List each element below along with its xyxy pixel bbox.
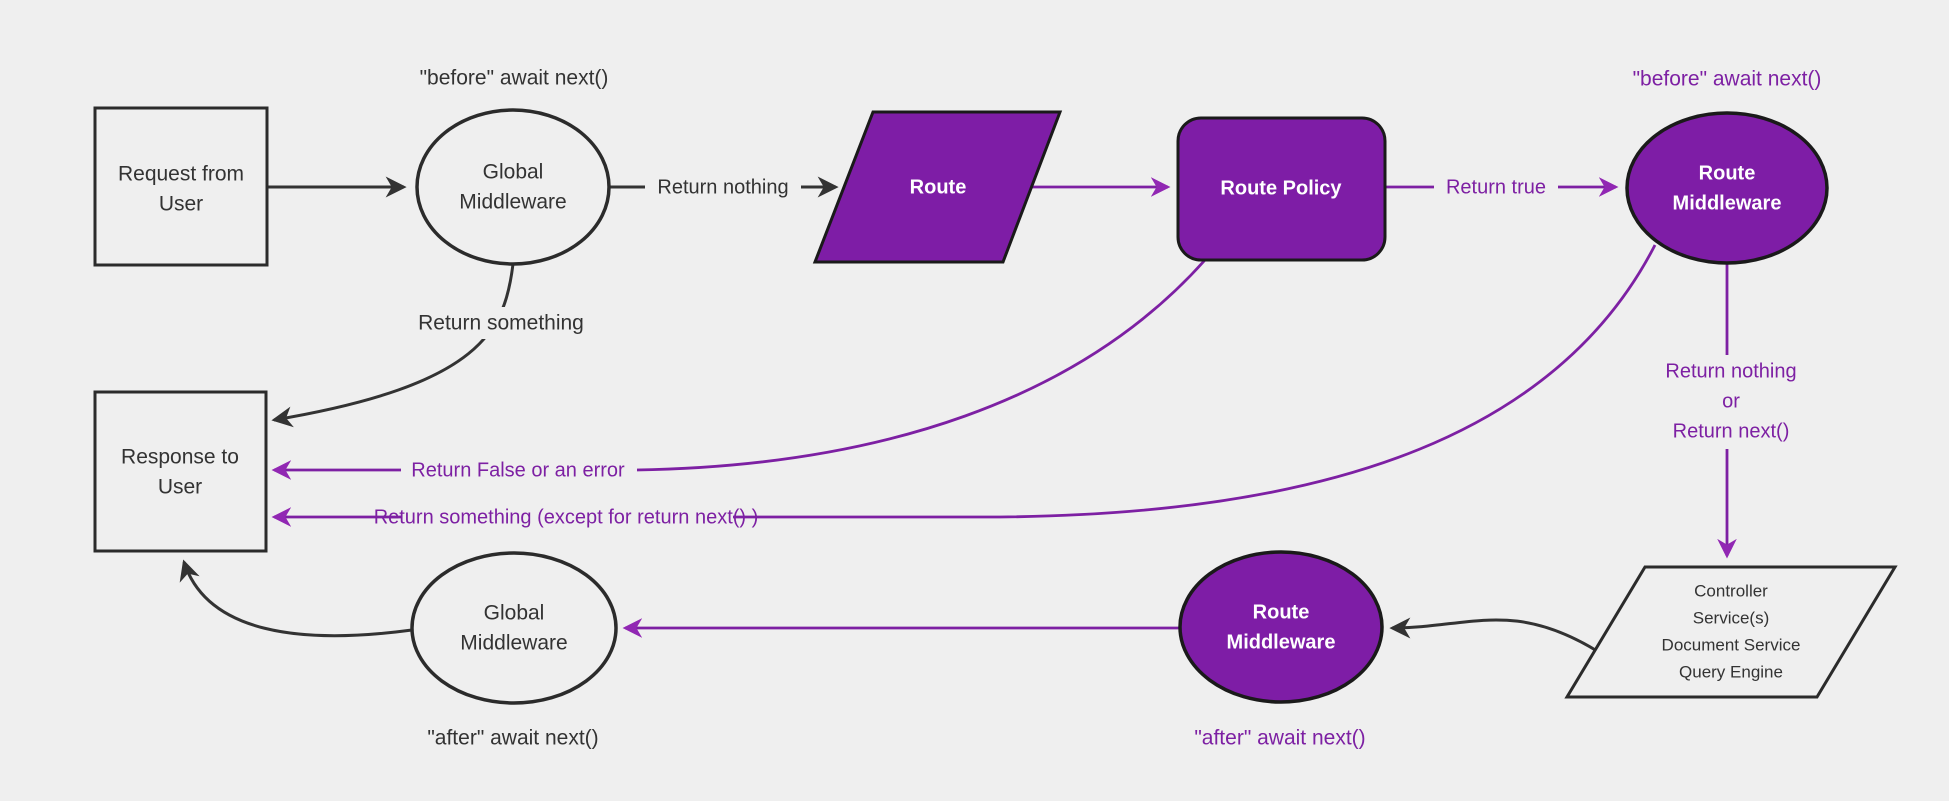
response-to-user-shape [93, 390, 268, 553]
global-middleware-top-line-2: Middleware [459, 191, 566, 214]
return-true-label: Return true [1446, 176, 1546, 198]
node-global-middleware-top: Global Middleware [415, 108, 611, 266]
after-route-label: "after" await next() [1194, 727, 1365, 750]
route-middleware-bottom-line-1: Route [1253, 601, 1310, 623]
return-nothing-label-bg [645, 171, 801, 203]
return-something-except-label: Return something (except for return next… [374, 506, 759, 528]
return-nothing-label: Return nothing [657, 176, 788, 198]
return-nothing-or-line-2: or [1722, 390, 1740, 412]
return-something-label-bg [404, 307, 598, 339]
edge-label-return-something-except: Return something (except for return next… [374, 502, 759, 533]
edge-label-before-global: "before" await next() [420, 67, 609, 90]
node-response-to-user: Response to User [93, 390, 268, 553]
return-nothing-or-line-3: Return next() [1673, 420, 1790, 442]
route-middleware-top-line-2: Middleware [1673, 192, 1782, 214]
node-route-middleware-top: Route Middleware [1625, 111, 1829, 265]
edge-return-false-to-response [271, 259, 1207, 480]
global-middleware-top-shape [415, 108, 611, 266]
before-global-label: "before" await next() [420, 67, 609, 90]
services-line-4: Query Engine [1679, 662, 1783, 681]
route-middleware-top-shape [1625, 111, 1829, 265]
node-route: Route [812, 110, 1063, 264]
services-line-1: Controller [1694, 581, 1768, 600]
request-from-user-shape [93, 106, 269, 267]
return-nothing-or-label-bg [1645, 355, 1817, 449]
edge-label-return-something: Return something [404, 307, 598, 339]
edge-return-something-to-response [271, 263, 515, 428]
services-line-3: Document Service [1662, 635, 1801, 654]
return-true-label-bg [1434, 171, 1558, 203]
before-route-label: "before" await next() [1633, 68, 1822, 91]
return-nothing-or-line-1: Return nothing [1665, 360, 1796, 382]
route-middleware-bottom-shape [1178, 550, 1384, 704]
global-middleware-top-line-1: Global [483, 161, 544, 184]
return-something-except-label-bg [401, 502, 733, 533]
services-line-2: Service(s) [1693, 608, 1770, 627]
node-route-policy: Route Policy [1176, 116, 1387, 262]
return-false-label-bg [401, 455, 637, 486]
edge-label-after-route: "after" await next() [1194, 727, 1365, 750]
services-shape [1564, 565, 1898, 699]
edge-global-middleware-bottom-to-response [179, 559, 413, 638]
after-global-label: "after" await next() [427, 727, 598, 750]
node-request-from-user: Request from User [93, 106, 269, 267]
edge-label-before-route: "before" await next() [1633, 68, 1822, 91]
route-middleware-top-line-1: Route [1699, 162, 1756, 184]
route-policy-label: Route Policy [1220, 177, 1342, 199]
edge-services-to-route-middleware-bottom [1389, 617, 1598, 653]
return-false-label: Return False or an error [411, 459, 625, 481]
node-global-middleware-bottom: Global Middleware [410, 551, 618, 705]
request-from-user-line-2: User [159, 193, 203, 216]
edge-label-return-true: Return true [1434, 171, 1558, 203]
response-to-user-line-1: Response to [121, 446, 239, 469]
route-shape [812, 110, 1063, 264]
edge-label-return-nothing-or-next: Return nothing or Return next() [1645, 355, 1817, 449]
route-policy-shape [1176, 116, 1387, 262]
return-something-label: Return something [418, 312, 584, 335]
node-route-middleware-bottom: Route Middleware [1178, 550, 1384, 704]
global-middleware-bottom-line-1: Global [484, 602, 545, 625]
edge-return-something-except-to-response [271, 244, 1657, 527]
node-services: Controller Service(s) Document Service Q… [1564, 565, 1898, 699]
global-middleware-bottom-shape [410, 551, 618, 705]
edge-label-return-false: Return False or an error [401, 455, 637, 486]
response-to-user-line-2: User [158, 476, 202, 499]
global-middleware-bottom-line-2: Middleware [460, 632, 567, 655]
edge-label-after-global: "after" await next() [427, 727, 598, 750]
route-middleware-bottom-line-2: Middleware [1227, 631, 1336, 653]
request-from-user-line-1: Request from [118, 163, 244, 186]
route-label: Route [910, 176, 967, 198]
edge-label-return-nothing: Return nothing [645, 171, 801, 203]
